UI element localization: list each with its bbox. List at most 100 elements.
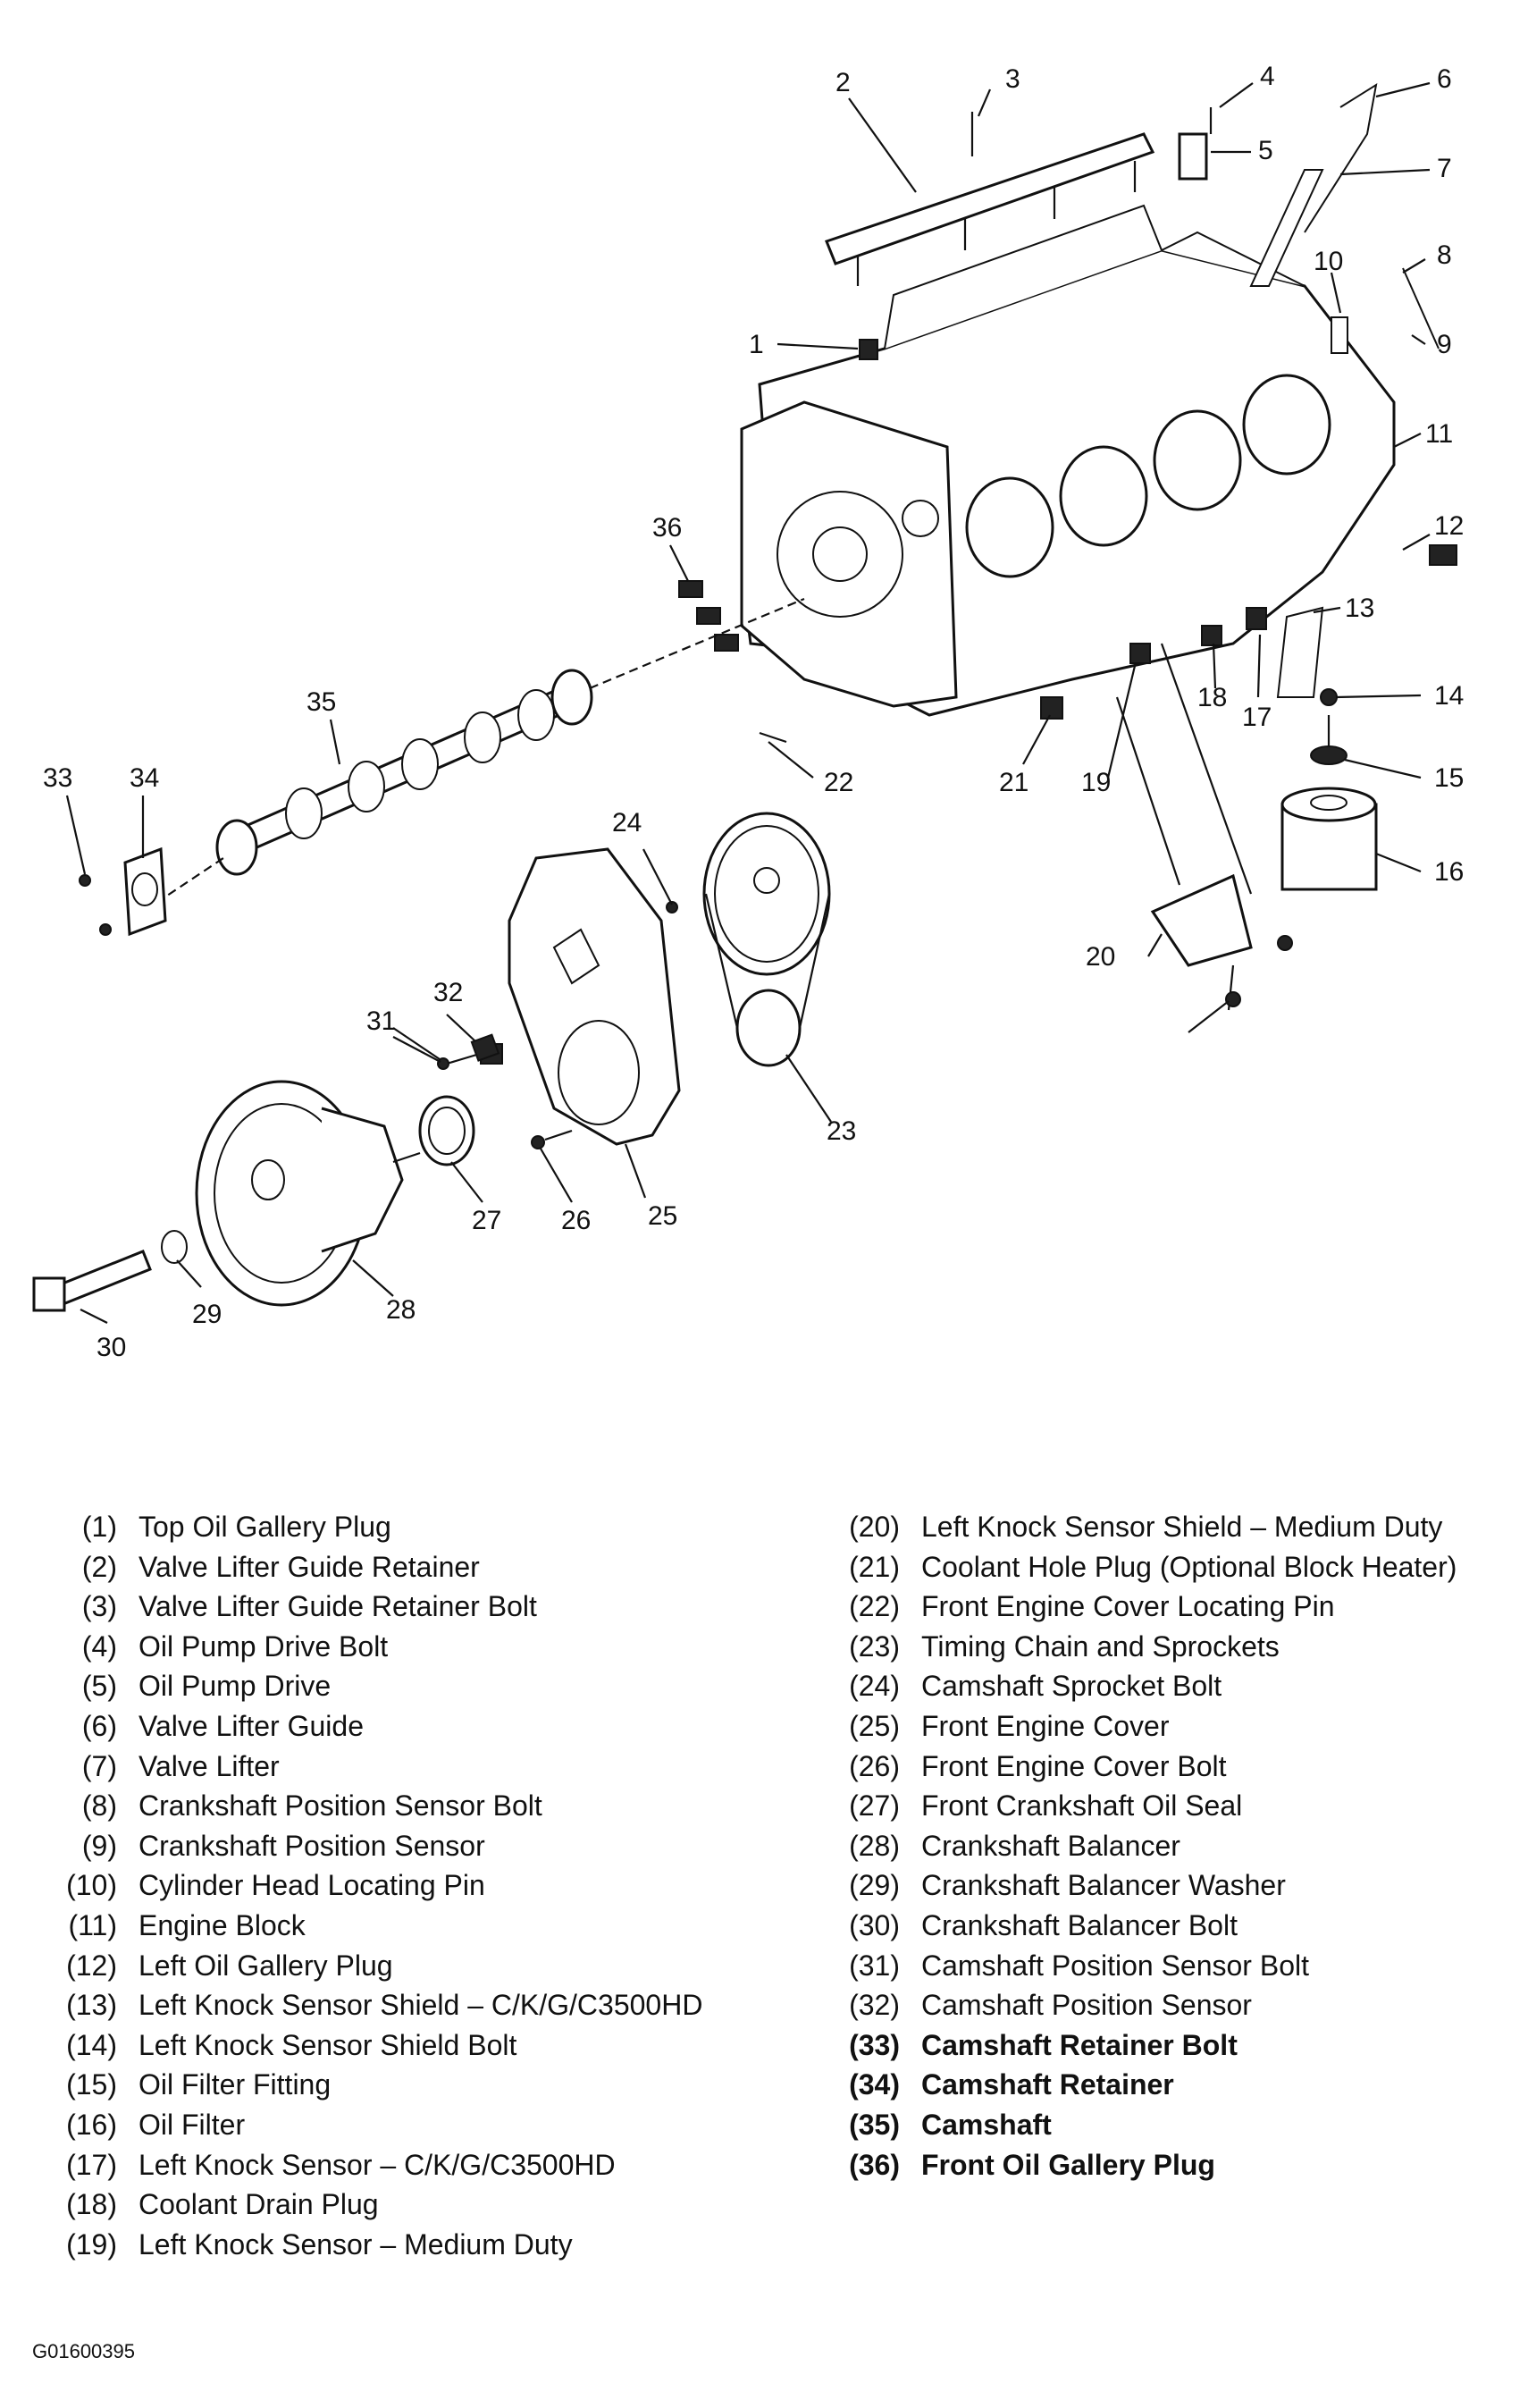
legend-item: (22) Front Engine Cover Locating Pin	[815, 1590, 1334, 1622]
legend-label: Front Engine Cover	[921, 1710, 1170, 1742]
callout-14: 14	[1434, 681, 1464, 711]
legend-label: Left Knock Sensor Shield – Medium Duty	[921, 1511, 1443, 1543]
callout-27: 27	[472, 1206, 501, 1235]
legend-item: (19)Left Knock Sensor – Medium Duty	[32, 2228, 572, 2261]
callout-2: 2	[835, 68, 851, 97]
legend-label: Valve Lifter Guide Retainer Bolt	[139, 1590, 537, 1623]
callout-25: 25	[648, 1201, 677, 1231]
legend-number: (27)	[849, 1789, 900, 1823]
legend-item: (28) Crankshaft Balancer	[815, 1830, 1180, 1862]
legend-item: (25) Front Engine Cover	[815, 1710, 1169, 1742]
legend-label: Crankshaft Balancer Washer	[921, 1869, 1286, 1902]
legend-item: (3) Valve Lifter Guide Retainer Bolt	[32, 1590, 537, 1622]
legend-label: Front Engine Cover Locating Pin	[921, 1590, 1335, 1623]
parts-legend: (1) Top Oil Gallery Plug (2) Valve Lifter G…	[0, 1511, 1528, 2315]
legend-label: Left Knock Sensor Shield Bolt	[139, 2028, 517, 2061]
callout-3: 3	[1005, 64, 1020, 94]
legend-number: (17)	[66, 2148, 117, 2181]
legend-item: (24)Camshaft Sprocket Bolt	[815, 1670, 1222, 1702]
callout-16: 16	[1434, 857, 1464, 887]
legend-item: (23) Timing Chain and Sprockets	[815, 1630, 1280, 1663]
camshaft-retainer	[79, 846, 167, 937]
legend-number: (11)	[68, 1909, 117, 1941]
legend-item: (2) Valve Lifter Guide Retainer	[32, 1551, 480, 1583]
legend-label: Crankshaft Balancer Bolt	[921, 1909, 1238, 1941]
legend-item: (31)Camshaft Position Sensor Bolt	[815, 1949, 1309, 1982]
callout-17: 17	[1242, 703, 1272, 732]
legend-item: (7)Valve Lifter	[32, 1750, 280, 1782]
legend-label: Left Knock Sensor Shield – C/K/G/C3500HD	[139, 1989, 703, 2022]
callout-28: 28	[386, 1295, 416, 1325]
legend-number: (26)	[849, 1749, 900, 1782]
legend-number: (4)	[81, 1629, 117, 1663]
legend-label: Camshaft Position Sensor	[921, 1989, 1252, 2022]
legend-item: (35) Camshaft	[815, 2109, 1052, 2141]
valve-lifter-guide-retainer	[825, 132, 1155, 286]
legend-number: (35)	[849, 2109, 900, 2141]
legend-item: (33)Camshaft Retainer Bolt	[815, 2029, 1238, 2061]
legend-item: (20)Left Knock Sensor Shield – Medium Du…	[815, 1511, 1442, 1543]
legend-item: (13)Left Knock Sensor Shield – C/K/G/C35…	[32, 1989, 702, 2021]
callout-12: 12	[1434, 511, 1464, 541]
legend-label: Engine Block	[139, 1909, 306, 1941]
legend-item: (4) Oil Pump Drive Bolt	[32, 1630, 388, 1663]
legend-item: (34)Camshaft Retainer	[815, 2068, 1174, 2101]
legend-label: Valve Lifter Guide Retainer	[139, 1550, 480, 1583]
legend-item: (15)Oil Filter Fitting	[32, 2068, 331, 2101]
timing-chain	[666, 812, 831, 1067]
legend-item: (14)Left Knock Sensor Shield Bolt	[32, 2029, 516, 2061]
callout-6: 6	[1437, 64, 1452, 94]
legend-number: (23)	[849, 1629, 900, 1663]
legend-number: (36)	[849, 2148, 900, 2181]
callout-labels: 1 2 3 4 5 6 7 8 9 10 11 12 13 14 15 16 1…	[43, 62, 1464, 1362]
legend-number: (22)	[849, 1590, 900, 1623]
legend-number: (18)	[66, 2188, 117, 2221]
legend-item: (27) Front Crankshaft Oil Seal	[815, 1789, 1242, 1822]
legend-label: Valve Lifter Guide	[139, 1710, 364, 1742]
legend-label: Coolant Drain Plug	[139, 2188, 379, 2221]
callout-4: 4	[1260, 62, 1275, 91]
legend-item: (1) Top Oil Gallery Plug	[32, 1511, 391, 1543]
legend-number: (25)	[849, 1710, 900, 1742]
legend-number: (9)	[81, 1829, 117, 1862]
callout-21: 21	[999, 768, 1028, 797]
legend-number: (28)	[849, 1829, 900, 1862]
callout-36: 36	[652, 513, 682, 543]
callout-34: 34	[130, 763, 159, 793]
legend-number: (6)	[81, 1710, 117, 1742]
legend-number: (21)	[849, 1550, 900, 1583]
callout-8: 8	[1437, 240, 1452, 270]
legend-label: Oil Filter	[139, 2109, 246, 2141]
callout-10: 10	[1314, 247, 1343, 276]
callout-23: 23	[827, 1116, 856, 1146]
callout-31: 31	[366, 1006, 396, 1036]
legend-label: Camshaft Sprocket Bolt	[921, 1670, 1222, 1703]
small-parts	[678, 82, 1457, 1011]
callout-24: 24	[612, 808, 642, 838]
callout-33: 33	[43, 763, 72, 793]
legend-item: (16) Oil Filter	[32, 2109, 245, 2141]
legend-label: Front Engine Cover Bolt	[921, 1749, 1227, 1782]
callout-9: 9	[1437, 330, 1452, 359]
legend-number: (12)	[66, 1949, 117, 1982]
figure-code: G01600395	[32, 2340, 135, 2362]
callout-11: 11	[1425, 419, 1453, 449]
legend-label: Camshaft	[921, 2109, 1052, 2141]
legend-number: (30)	[849, 1909, 900, 1941]
legend-number: (3)	[81, 1590, 117, 1623]
legend-label: Front Crankshaft Oil Seal	[921, 1789, 1243, 1823]
legend-label: Coolant Hole Plug (Optional Block Heater…	[921, 1550, 1457, 1583]
legend-item: (10)Cylinder Head Locating Pin	[32, 1869, 485, 1901]
legend-label: Camshaft Retainer Bolt	[921, 2028, 1238, 2061]
legend-number: (1)	[81, 1511, 117, 1543]
legend-label: Oil Pump Drive Bolt	[139, 1629, 389, 1663]
legend-label: Top Oil Gallery Plug	[139, 1511, 391, 1543]
legend-number: (29)	[849, 1869, 900, 1902]
legend-label: Crankshaft Balancer	[921, 1829, 1180, 1862]
legend-number: (16)	[66, 2109, 117, 2141]
legend-label: Timing Chain and Sprockets	[921, 1629, 1280, 1663]
front-engine-cover	[446, 847, 681, 1149]
callout-18: 18	[1197, 683, 1227, 712]
legend-number: (2)	[81, 1550, 117, 1583]
legend-item: (26) Front Engine Cover Bolt	[815, 1749, 1227, 1782]
